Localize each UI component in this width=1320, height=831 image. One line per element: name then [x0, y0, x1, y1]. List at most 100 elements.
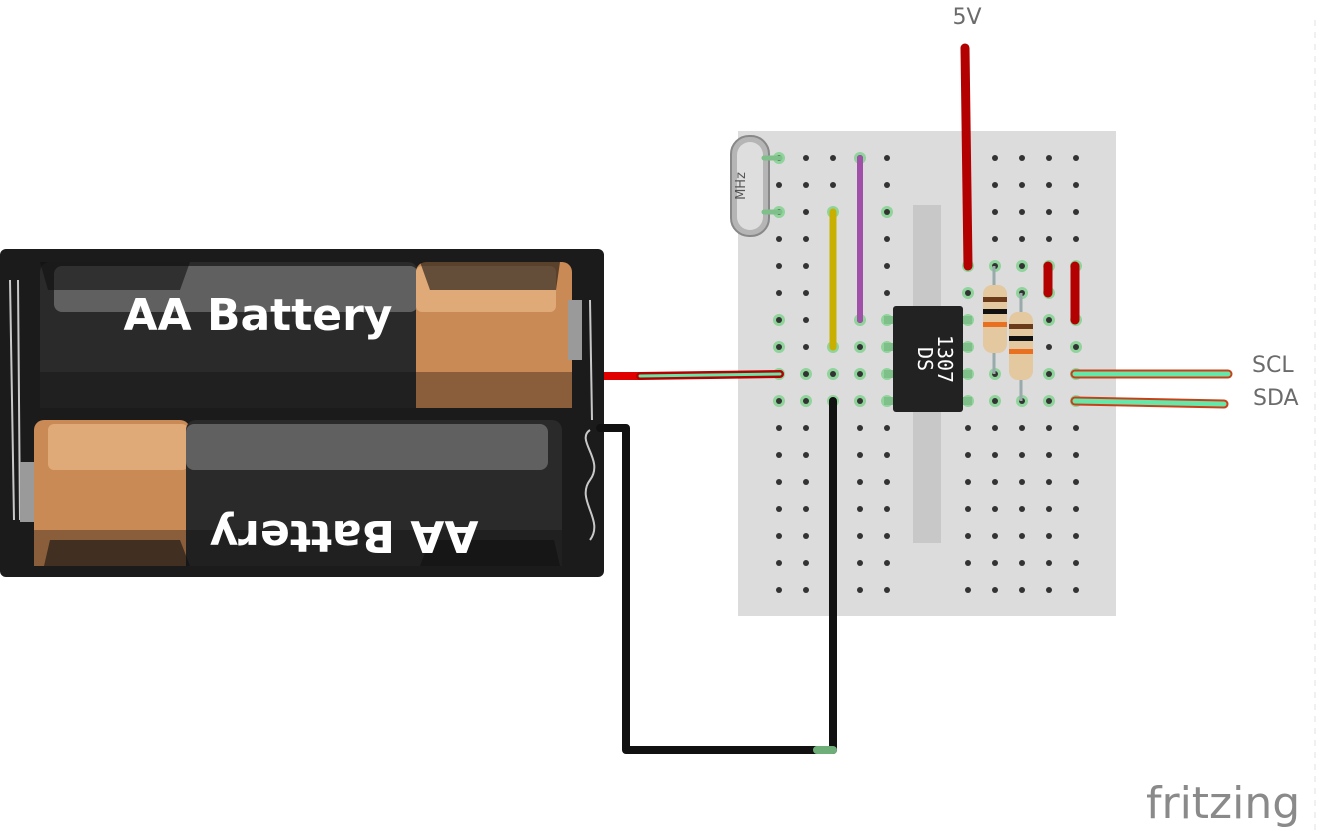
chip-pins: [884, 316, 972, 405]
breadboard-hole: [803, 587, 809, 593]
breadboard-hole: [992, 533, 998, 539]
breadboard-hole: [992, 587, 998, 593]
breadboard-hole: [965, 506, 971, 512]
breadboard-hole: [992, 479, 998, 485]
breadboard-hole: [1046, 209, 1052, 215]
chip-label-line2: 1307: [933, 335, 957, 383]
breadboard-hole: [803, 290, 809, 296]
battery-pack: AA Battery AA Battery: [0, 249, 604, 577]
breadboard-hole: [992, 452, 998, 458]
breadboard-hole: [857, 506, 863, 512]
breadboard-hole: [803, 371, 809, 377]
breadboard-hole: [776, 290, 782, 296]
ds1307-chip: DS 1307: [884, 306, 972, 412]
breadboard-hole: [857, 452, 863, 458]
breadboard-hole: [965, 290, 971, 296]
breadboard-hole: [1046, 452, 1052, 458]
breadboard-hole: [803, 317, 809, 323]
spring-right-top: [589, 299, 593, 421]
breadboard-hole: [965, 533, 971, 539]
spring-left: [9, 279, 21, 521]
fritzing-logo: fritzing: [1146, 778, 1300, 829]
breadboard-hole: [1019, 155, 1025, 161]
chip-label-line1: DS: [913, 347, 937, 371]
breadboard-hole: [965, 452, 971, 458]
breadboard-hole: [857, 371, 863, 377]
breadboard-hole: [1019, 533, 1025, 539]
breadboard-hole: [803, 425, 809, 431]
breadboard-hole: [965, 479, 971, 485]
battery-bottom-label: AA Battery: [210, 510, 479, 561]
breadboard-hole: [1073, 155, 1079, 161]
breadboard-hole: [1073, 344, 1079, 350]
breadboard-hole: [1046, 155, 1052, 161]
breadboard-hole: [884, 506, 890, 512]
wire-5v: [960, 43, 973, 271]
breadboard-hole: [803, 560, 809, 566]
crystal-label: MHz: [734, 172, 749, 200]
label-sda: SDA: [1253, 386, 1299, 411]
breadboard-hole: [1046, 371, 1052, 377]
breadboard-hole: [884, 533, 890, 539]
breadboard-hole: [992, 182, 998, 188]
breadboard-hole: [1019, 425, 1025, 431]
breadboard-hole: [965, 587, 971, 593]
breadboard-hole: [857, 533, 863, 539]
breadboard-hole: [884, 182, 890, 188]
breadboard-hole: [776, 317, 782, 323]
resistor-1: [983, 266, 1007, 374]
breadboard-hole: [1073, 506, 1079, 512]
breadboard-hole: [857, 479, 863, 485]
breadboard-hole: [1073, 533, 1079, 539]
jumper-wires: [829, 43, 1080, 351]
breadboard-hole: [1073, 236, 1079, 242]
label-scl: SCL: [1252, 353, 1294, 378]
breadboard-hole: [1073, 425, 1079, 431]
spring-right-bottom: [584, 429, 596, 541]
wire-sda: [1070, 396, 1229, 409]
breadboard-hole: [884, 155, 890, 161]
breadboard-hole: [776, 182, 782, 188]
breadboard-hole: [803, 398, 809, 404]
breadboard-hole: [1046, 533, 1052, 539]
breadboard-hole: [884, 263, 890, 269]
breadboard-hole: [1019, 452, 1025, 458]
breadboard-hole: [992, 398, 998, 404]
breadboard-hole: [1019, 506, 1025, 512]
breadboard-hole: [1046, 479, 1052, 485]
breadboard-hole: [803, 155, 809, 161]
crystal-oscillator: MHz: [730, 135, 783, 237]
breadboard-hole: [965, 560, 971, 566]
breadboard-hole: [803, 479, 809, 485]
breadboard-hole: [884, 452, 890, 458]
breadboard-hole: [1046, 398, 1052, 404]
breadboard-hole: [803, 263, 809, 269]
breadboard-hole: [776, 452, 782, 458]
breadboard-hole: [1046, 587, 1052, 593]
breadboard-hole: [992, 209, 998, 215]
breadboard-hole: [776, 236, 782, 242]
breadboard-hole: [1046, 236, 1052, 242]
breadboard-hole: [830, 155, 836, 161]
breadboard-hole: [776, 587, 782, 593]
breadboard-hole: [776, 344, 782, 350]
breadboard-hole: [1073, 479, 1079, 485]
breadboard-hole: [830, 182, 836, 188]
breadboard-hole: [776, 398, 782, 404]
breadboard-hole: [803, 506, 809, 512]
wire-battery-positive: [604, 370, 784, 380]
breadboard-hole: [1073, 587, 1079, 593]
breadboard-hole: [992, 425, 998, 431]
battery-top-label: AA Battery: [124, 290, 393, 341]
breadboard-hole: [776, 560, 782, 566]
breadboard-hole: [857, 560, 863, 566]
breadboard-hole: [884, 236, 890, 242]
breadboard-hole: [1019, 587, 1025, 593]
breadboard-hole: [1019, 236, 1025, 242]
breadboard-hole: [992, 155, 998, 161]
breadboard-hole: [1073, 209, 1079, 215]
breadboard-hole: [992, 506, 998, 512]
breadboard-hole: [776, 263, 782, 269]
breadboard-hole: [1019, 560, 1025, 566]
